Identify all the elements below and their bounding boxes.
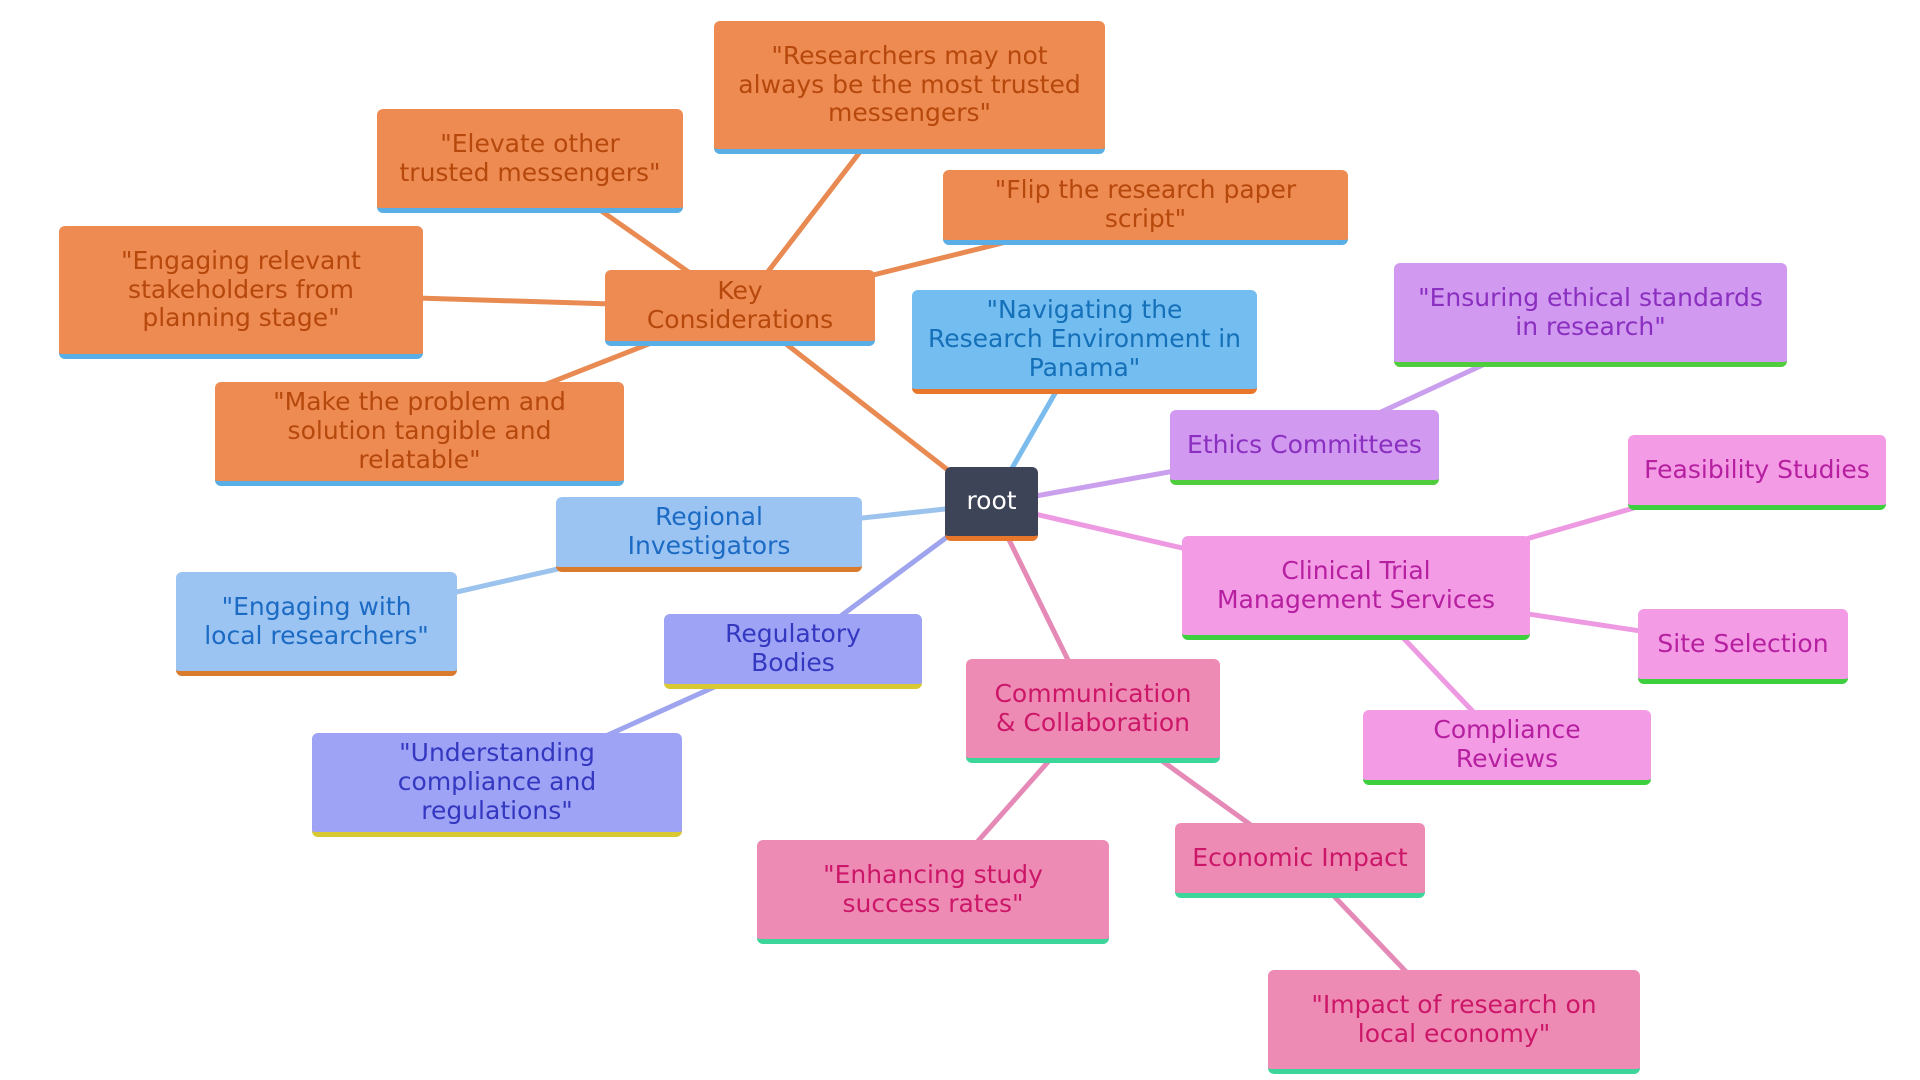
ethics-committees-node[interactable]: Ethics Committees bbox=[1170, 410, 1439, 485]
navigating-research-node[interactable]: "Navigating the Research Environment in … bbox=[912, 290, 1257, 394]
enhancing-success-label: "Enhancing study success rates" bbox=[823, 859, 1043, 918]
regulatory-bodies-node[interactable]: Regulatory Bodies bbox=[664, 614, 922, 689]
clinical-trial-management-label: Clinical Trial Management Services bbox=[1216, 555, 1496, 614]
feasibility-studies-label: Feasibility Studies bbox=[1644, 454, 1870, 484]
site-selection-label: Site Selection bbox=[1657, 628, 1829, 658]
engaging-stakeholders-node[interactable]: "Engaging relevant stakeholders from pla… bbox=[59, 226, 423, 359]
ethical-standards-label: "Ensuring ethical standards in research" bbox=[1418, 282, 1763, 341]
regional-investigators-node[interactable]: Regional Investigators bbox=[556, 497, 862, 572]
elevate-messengers-label: "Elevate other trusted messengers" bbox=[399, 128, 661, 187]
root-node[interactable]: root bbox=[945, 467, 1038, 541]
feasibility-studies-node[interactable]: Feasibility Studies bbox=[1628, 435, 1886, 510]
communication-collaboration-label: Communication & Collaboration bbox=[994, 678, 1192, 737]
flip-script-label: "Flip the research paper script" bbox=[994, 175, 1297, 233]
compliance-reviews-node[interactable]: Compliance Reviews bbox=[1363, 710, 1651, 785]
clinical-trial-management-node[interactable]: Clinical Trial Management Services bbox=[1182, 536, 1530, 640]
enhancing-success-node[interactable]: "Enhancing study success rates" bbox=[757, 840, 1109, 944]
ethical-standards-node[interactable]: "Ensuring ethical standards in research" bbox=[1394, 263, 1787, 367]
compliance-reviews-label: Compliance Reviews bbox=[1433, 715, 1581, 773]
researchers-trusted-label: "Researchers may not always be the most … bbox=[738, 40, 1081, 128]
elevate-messengers-node[interactable]: "Elevate other trusted messengers" bbox=[377, 109, 683, 213]
engaging-stakeholders-label: "Engaging relevant stakeholders from pla… bbox=[120, 245, 361, 333]
engaging-local-label: "Engaging with local researchers" bbox=[204, 591, 429, 650]
root-node-label: root bbox=[966, 486, 1017, 516]
flip-script-node[interactable]: "Flip the research paper script" bbox=[943, 170, 1348, 245]
economic-impact-node[interactable]: Economic Impact bbox=[1175, 823, 1425, 898]
economic-impact-label: Economic Impact bbox=[1192, 842, 1408, 872]
impact-local-economy-node[interactable]: "Impact of research on local economy" bbox=[1268, 970, 1640, 1074]
understanding-compliance-label: "Understanding compliance and regulation… bbox=[397, 738, 597, 825]
engaging-local-node[interactable]: "Engaging with local researchers" bbox=[176, 572, 457, 676]
navigating-research-label: "Navigating the Research Environment in … bbox=[928, 295, 1241, 382]
understanding-compliance-node[interactable]: "Understanding compliance and regulation… bbox=[312, 733, 682, 837]
impact-local-economy-label: "Impact of research on local economy" bbox=[1311, 989, 1597, 1048]
site-selection-node[interactable]: Site Selection bbox=[1638, 609, 1848, 684]
key-considerations-label: Key Considerations bbox=[646, 275, 834, 334]
ethics-committees-label: Ethics Committees bbox=[1187, 429, 1422, 459]
make-tangible-node[interactable]: "Make the problem and solution tangible … bbox=[215, 382, 624, 486]
researchers-trusted-node[interactable]: "Researchers may not always be the most … bbox=[714, 21, 1105, 154]
regulatory-bodies-label: Regulatory Bodies bbox=[725, 619, 861, 677]
key-considerations-node[interactable]: Key Considerations bbox=[605, 270, 875, 346]
communication-collaboration-node[interactable]: Communication & Collaboration bbox=[966, 659, 1220, 763]
make-tangible-label: "Make the problem and solution tangible … bbox=[273, 387, 566, 474]
regional-investigators-label: Regional Investigators bbox=[627, 502, 791, 560]
